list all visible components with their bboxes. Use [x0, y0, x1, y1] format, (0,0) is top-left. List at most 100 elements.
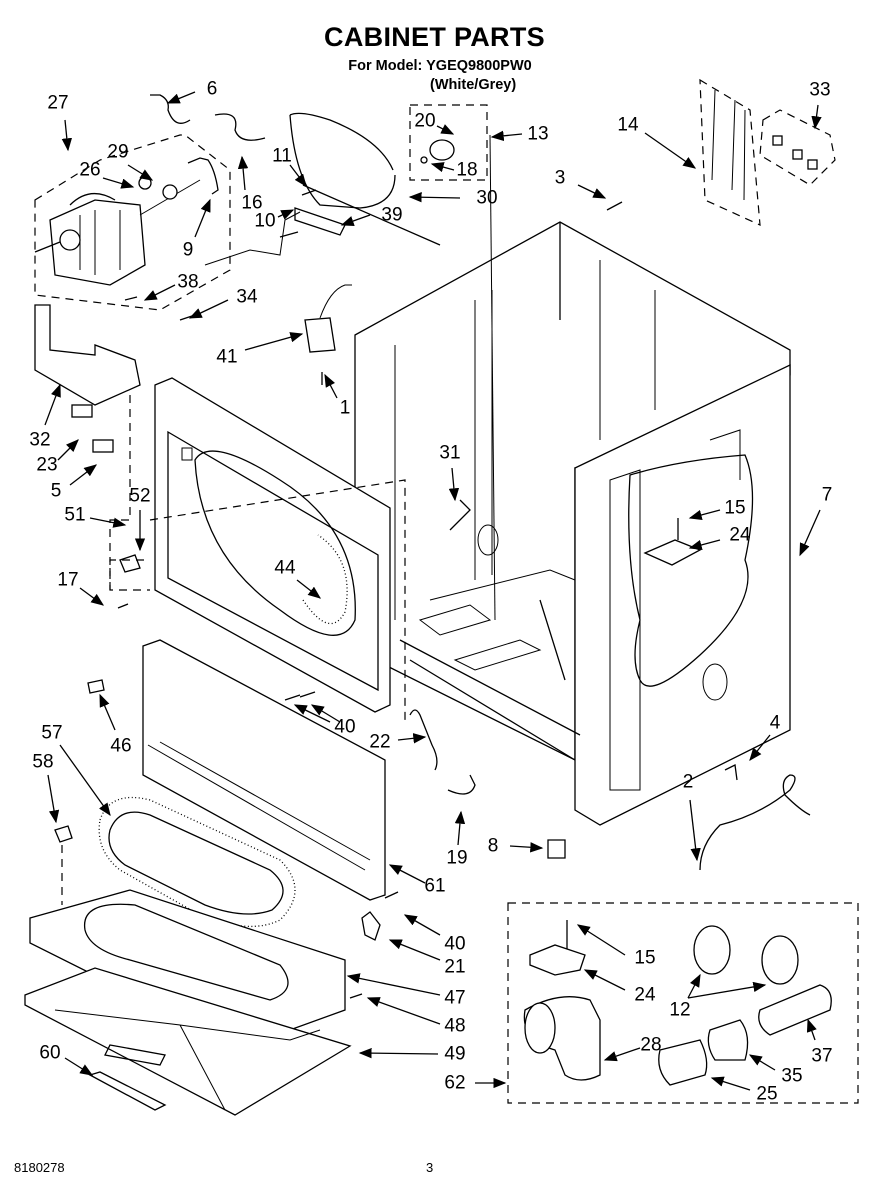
callout-3[interactable]: 3: [554, 167, 566, 189]
callout-27[interactable]: 27: [47, 92, 69, 114]
callout-62[interactable]: 62: [444, 1072, 466, 1094]
leader-arrow-18: [430, 162, 455, 173]
callout-17[interactable]: 17: [57, 569, 79, 591]
leader-arrow-25: [710, 1076, 751, 1091]
callout-29[interactable]: 29: [107, 141, 129, 163]
callout-12[interactable]: 12: [669, 999, 691, 1021]
callout-21[interactable]: 21: [444, 956, 466, 978]
callout-7[interactable]: 7: [821, 484, 833, 506]
leader-arrow-2: [689, 799, 701, 862]
callout-4[interactable]: 4: [769, 712, 781, 734]
callout-52[interactable]: 52: [129, 485, 151, 507]
callout-11[interactable]: 11: [272, 145, 292, 167]
callout-58[interactable]: 58: [32, 751, 54, 773]
duct-37: [758, 984, 832, 1036]
callout-9[interactable]: 9: [182, 239, 194, 261]
clip-46: [87, 679, 105, 694]
motor-assembly-group: [34, 134, 231, 311]
callout-48[interactable]: 48: [444, 1015, 466, 1037]
callout-61[interactable]: 61: [424, 875, 446, 897]
door-switch-23: [71, 404, 93, 418]
leader-arrow-16: [237, 155, 249, 191]
leader-arrow-39: [340, 214, 371, 226]
callout-22[interactable]: 22: [369, 731, 391, 753]
callout-10[interactable]: 10: [254, 210, 276, 232]
callout-19[interactable]: 19: [446, 847, 468, 869]
callout-2[interactable]: 2: [682, 771, 694, 793]
callout-49[interactable]: 49: [444, 1043, 466, 1065]
leader-arrow-60: [64, 1057, 94, 1076]
screws-40: [284, 691, 316, 701]
damper-12b: [761, 935, 799, 985]
leader-arrow-27: [61, 119, 73, 152]
callout-40a[interactable]: 40: [334, 716, 356, 738]
callout-28[interactable]: 28: [640, 1034, 662, 1056]
screw-34: [179, 314, 196, 321]
callout-46[interactable]: 46: [110, 735, 132, 757]
callout-30[interactable]: 30: [476, 187, 498, 209]
leader-arrow-46: [99, 693, 116, 731]
leader-arrow-30: [408, 192, 461, 203]
callout-26[interactable]: 26: [79, 159, 101, 181]
exhaust-kit-62: [507, 902, 859, 1104]
screw-17: [117, 603, 129, 609]
callout-23[interactable]: 23: [36, 454, 58, 476]
callout-16[interactable]: 16: [241, 192, 263, 214]
callout-18[interactable]: 18: [456, 159, 478, 181]
front-panel: [154, 377, 391, 713]
damper-12a: [693, 925, 731, 975]
callout-33[interactable]: 33: [809, 79, 831, 101]
callout-34[interactable]: 34: [236, 286, 258, 308]
leader-arrow-4: [749, 734, 771, 762]
callout-41[interactable]: 41: [216, 346, 238, 368]
callout-40b[interactable]: 40: [444, 933, 466, 955]
idler-pulley: [429, 139, 455, 161]
callout-31[interactable]: 31: [439, 442, 461, 464]
leader-arrow-3: [577, 184, 607, 199]
leader-arrow-61: [388, 864, 426, 884]
callout-8[interactable]: 8: [487, 835, 499, 857]
callout-35[interactable]: 35: [781, 1065, 803, 1087]
leader-arrow-extra-0: [687, 981, 767, 999]
callout-47[interactable]: 47: [444, 987, 466, 1009]
callout-20[interactable]: 20: [414, 110, 436, 132]
callout-60[interactable]: 60: [39, 1042, 61, 1064]
callout-24a[interactable]: 24: [729, 524, 751, 546]
leader-arrow-51: [89, 517, 127, 528]
callout-44[interactable]: 44: [274, 557, 296, 579]
callout-57[interactable]: 57: [41, 722, 63, 744]
callout-38[interactable]: 38: [177, 271, 199, 293]
callout-25[interactable]: 25: [756, 1083, 778, 1105]
callout-6[interactable]: 6: [206, 78, 218, 100]
leader-arrow-15b: [576, 924, 626, 956]
leader-arrow-6: [166, 91, 196, 104]
leader-arrow-11: [289, 164, 307, 188]
switch-bracket-32: [34, 304, 141, 406]
leader-arrow-49: [358, 1047, 439, 1059]
callout-32[interactable]: 32: [29, 429, 51, 451]
callout-37[interactable]: 37: [811, 1045, 833, 1067]
callout-24b[interactable]: 24: [634, 984, 656, 1006]
callout-39[interactable]: 39: [381, 204, 403, 226]
callout-14[interactable]: 14: [617, 114, 639, 136]
leader-arrow-44: [296, 579, 322, 599]
trim-60: [88, 1071, 167, 1111]
sensor-41: [304, 317, 336, 353]
leader-arrow-12: [687, 973, 701, 999]
gasket-57: [98, 796, 296, 928]
callout-15b[interactable]: 15: [634, 947, 656, 969]
idler-bracket-39: [294, 207, 346, 236]
leader-arrow-33: [811, 104, 822, 130]
leader-arrow-22: [397, 733, 427, 744]
callout-13[interactable]: 13: [527, 123, 549, 145]
callout-1[interactable]: 1: [339, 397, 351, 419]
leader-arrow-extra-1: [310, 704, 341, 723]
leader-arrow-15a: [688, 509, 721, 521]
toe-panel-47: [29, 889, 346, 1049]
callout-5[interactable]: 5: [50, 480, 62, 502]
clip-4: [724, 764, 738, 781]
callout-15a[interactable]: 15: [724, 497, 746, 519]
callout-51[interactable]: 51: [64, 504, 86, 526]
wire-harness-6: [150, 94, 191, 124]
